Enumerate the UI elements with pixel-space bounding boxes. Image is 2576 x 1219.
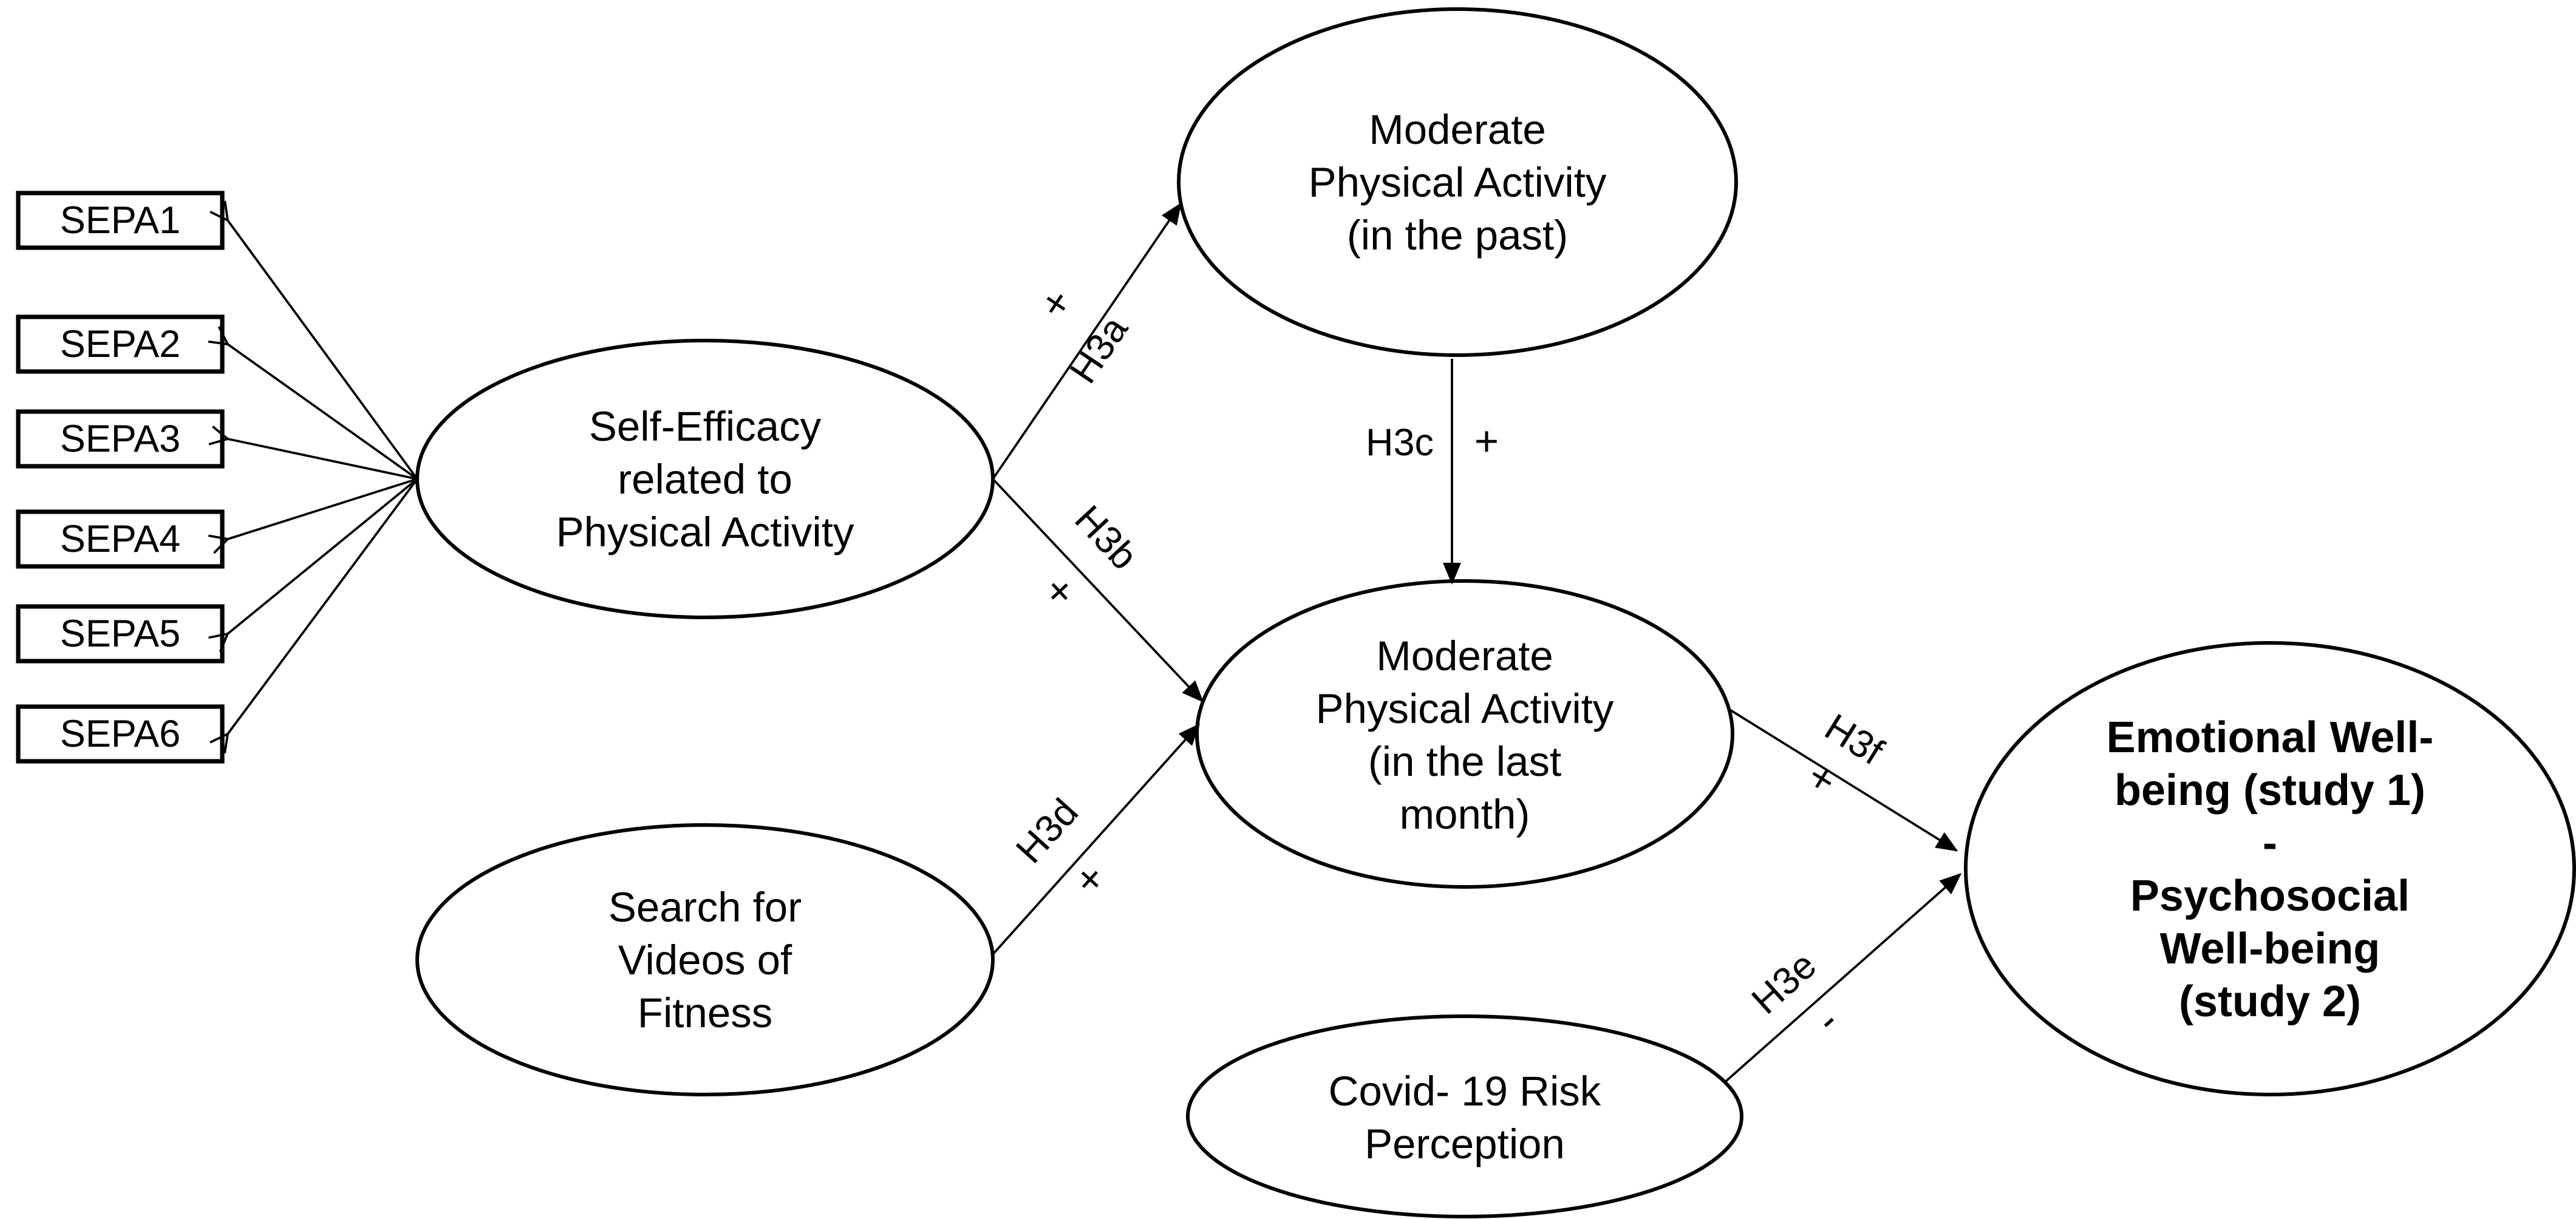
mpa-last-month-line4: month) — [1400, 791, 1530, 838]
indicator-label-sepa4: SEPA4 — [60, 518, 180, 560]
well-being-line6: (study 2) — [2179, 977, 2361, 1026]
hypothesis-label-h3d: H3d — [1008, 791, 1086, 872]
latent-covid-risk — [1186, 1014, 1743, 1218]
hypothesis-sign-h3e: - — [1806, 998, 1848, 1042]
covid-risk-line1: Covid- 19 Risk — [1329, 1068, 1601, 1115]
latent-nodes: Self-Efficacy related to Physical Activi… — [415, 7, 2576, 1218]
indicator-box-sepa5 — [16, 604, 225, 664]
hypothesis-arrow-h3a — [992, 202, 1182, 480]
hypothesis-arrow-h3d — [992, 723, 1201, 956]
indicator-label-sepa2: SEPA2 — [60, 323, 180, 365]
self-efficacy-line3: Physical Activity — [556, 509, 854, 555]
hypothesis-sign-h3d: + — [1064, 855, 1115, 904]
indicator-label-sepa1: SEPA1 — [60, 199, 180, 242]
well-being-line2: being (study 1) — [2114, 766, 2425, 815]
hypothesis-arrow-h3b — [992, 478, 1204, 703]
well-being-line5: Well-being — [2160, 925, 2380, 973]
loading-arrow-sepa6 — [210, 478, 418, 754]
mpa-last-month-line2: Physical Activity — [1316, 685, 1614, 732]
mpa-past-line1: Moderate — [1369, 106, 1546, 153]
self-efficacy-line2: related to — [618, 456, 792, 503]
latent-mpa-past — [1177, 7, 1738, 357]
video-search-line1: Search for — [608, 884, 802, 931]
indicator-box-sepa1 — [16, 191, 225, 250]
indicator-label-sepa6: SEPA6 — [60, 713, 180, 755]
mpa-last-month-line1: Moderate — [1376, 633, 1553, 679]
hypothesis-label-h3c: H3c — [1366, 421, 1434, 464]
video-search-line3: Fitness — [638, 990, 772, 1036]
hypothesis-arrow-h3e — [1724, 873, 1962, 1083]
hypothesis-label-h3b: H3b — [1066, 498, 1145, 578]
loading-arrow-sepa3 — [208, 425, 418, 480]
loading-arrow-sepa4 — [208, 478, 418, 554]
mpa-past-line2: Physical Activity — [1309, 159, 1607, 206]
loading-arrow-sepa1 — [210, 200, 418, 480]
well-being-line1: Emotional Well- — [2107, 713, 2434, 762]
indicator-boxes: SEPA1 SEPA2 SEPA3 SEPA4 SEPA5 SEPA6 — [16, 191, 225, 764]
indicator-label-sepa5: SEPA5 — [60, 613, 180, 655]
loading-arrows — [208, 200, 418, 754]
hypothesis-arrow-h3f — [1730, 709, 1958, 852]
hypothesis-sign-h3f: + — [1799, 752, 1845, 805]
well-being-line3: - — [2263, 819, 2277, 868]
covid-risk-line2: Perception — [1365, 1121, 1565, 1167]
self-efficacy-line1: Self-Efficacy — [589, 403, 822, 450]
latent-mpa-last-month — [1195, 579, 1734, 889]
video-search-line2: Videos of — [618, 937, 792, 983]
hypothesis-sign-h3a: + — [1029, 280, 1082, 327]
indicator-label-sepa3: SEPA3 — [60, 418, 180, 460]
loading-arrow-sepa5 — [208, 478, 418, 653]
indicator-box-sepa3 — [16, 409, 225, 469]
well-being-line4: Psychosocial — [2130, 872, 2410, 920]
mpa-past-line3: (in the past) — [1347, 212, 1568, 259]
latent-well-being — [1964, 641, 2576, 1096]
loading-arrow-sepa2 — [208, 326, 418, 480]
hypothesis-arrows — [992, 202, 1962, 1083]
hypothesis-sign-h3b: + — [1034, 566, 1085, 616]
mpa-last-month-line3: (in the last — [1368, 738, 1561, 785]
hypothesis-label-h3a: H3a — [1061, 308, 1136, 391]
latent-video-search — [415, 823, 995, 1096]
hypothesis-sign-h3c: + — [1474, 418, 1499, 464]
indicator-box-sepa2 — [16, 314, 225, 374]
